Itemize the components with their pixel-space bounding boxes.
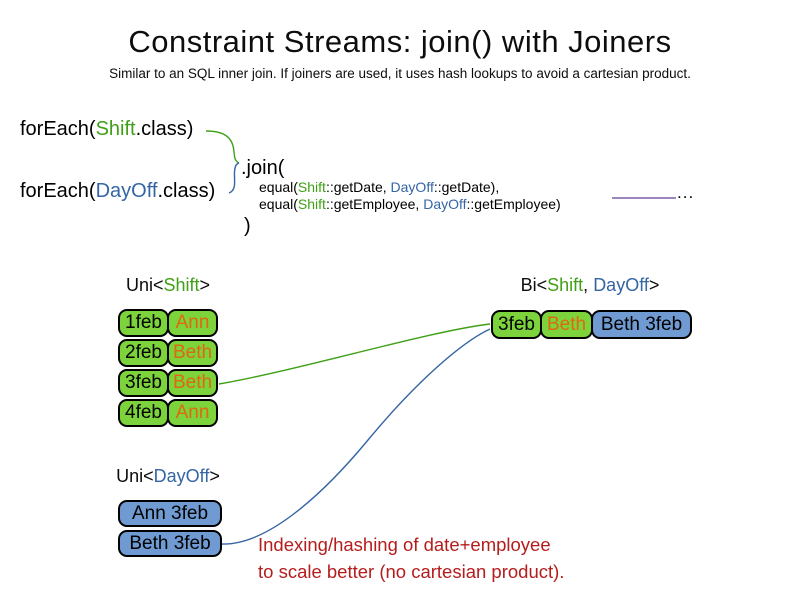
code-dayoff-ref: DayOff — [423, 196, 467, 212]
code-text: .class) — [135, 118, 194, 140]
label-dayoff-type: DayOff — [153, 466, 210, 486]
code-shift-ref: Shift — [297, 196, 326, 212]
label-text: > — [199, 275, 211, 295]
slide-title: Constraint Streams: join() with Joiners — [128, 24, 672, 59]
code-text: forEach( — [20, 180, 96, 202]
label-text: > — [209, 466, 220, 486]
code-join-open: .join( — [241, 157, 285, 179]
dayoff-cell: Beth 3feb — [118, 530, 222, 557]
label-text: Uni< — [116, 466, 154, 486]
shift-date-cell: 2feb — [118, 339, 169, 367]
shift-employee-cell: Beth — [167, 369, 218, 397]
label-text: > — [648, 275, 660, 295]
bi-employee-cell: Beth — [540, 310, 593, 339]
code-text: .class) — [157, 180, 216, 202]
match-line-shift-to-bi — [218, 323, 491, 385]
note-line: Indexing/hashing of date+employee — [258, 534, 551, 555]
shift-date-cell: 4feb — [118, 399, 169, 427]
code-foreach-dayoff: forEach(DayOff.class) — [20, 180, 215, 202]
more-joiners-ellipsis: ... — [677, 183, 695, 202]
code-dayoff-ref: DayOff — [390, 179, 434, 195]
code-joiner-equal-employee: equal(Shift::getEmployee, DayOff::getEmp… — [259, 196, 561, 212]
code-shift-class: Shift — [95, 118, 136, 140]
match-line-dayoff-to-bi — [220, 328, 491, 545]
label-text: Bi< — [520, 275, 548, 295]
brace-dayoff-line — [228, 162, 240, 194]
label-text: , — [583, 275, 594, 295]
code-join-close: ) — [244, 215, 251, 237]
table-row: Beth 3feb — [118, 530, 222, 558]
bi-date-cell: 3feb — [491, 310, 542, 339]
brace-shift-line — [205, 130, 240, 164]
table-row: Ann 3feb — [118, 500, 222, 528]
code-foreach-shift: forEach(Shift.class) — [20, 118, 193, 140]
shift-employee-cell: Ann — [167, 399, 218, 427]
code-text: ::getDate), — [433, 179, 500, 195]
code-joiner-equal-date: equal(Shift::getDate, DayOff::getDate), — [259, 179, 500, 195]
code-text: equal( — [259, 179, 298, 195]
bi-dayoff-cell: Beth 3feb — [591, 310, 692, 339]
shift-date-cell: 3feb — [118, 369, 169, 397]
code-shift-ref: Shift — [297, 179, 326, 195]
label-dayoff-type: DayOff — [593, 275, 649, 295]
code-dayoff-class: DayOff — [95, 180, 158, 202]
code-text: equal( — [259, 196, 298, 212]
shift-employee-cell: Beth — [167, 339, 218, 367]
note-line: to scale better (no cartesian product). — [258, 561, 565, 582]
code-text: forEach( — [20, 118, 96, 140]
label-shift-type: Shift — [547, 275, 584, 295]
code-text: ::getEmployee) — [466, 196, 561, 212]
bi-shift-dayoff-label: Bi<Shift, DayOff> — [491, 275, 689, 296]
uni-dayoff-table: Ann 3feb Beth 3feb — [118, 500, 222, 560]
indexing-note: Indexing/hashing of date+employee to sca… — [258, 531, 564, 585]
shift-date-cell: 1feb — [118, 309, 169, 337]
shift-employee-cell: Ann — [167, 309, 218, 337]
code-text: ::getEmployee, — [325, 196, 424, 212]
slide-subtitle: Similar to an SQL inner join. If joiners… — [109, 66, 691, 81]
code-text: ::getDate, — [325, 179, 391, 195]
label-text: Uni< — [125, 275, 164, 295]
dayoff-cell: Ann 3feb — [118, 500, 222, 527]
label-shift-type: Shift — [163, 275, 200, 295]
uni-shift-label: Uni<Shift> — [118, 275, 218, 296]
uni-dayoff-label: Uni<DayOff> — [110, 466, 226, 487]
